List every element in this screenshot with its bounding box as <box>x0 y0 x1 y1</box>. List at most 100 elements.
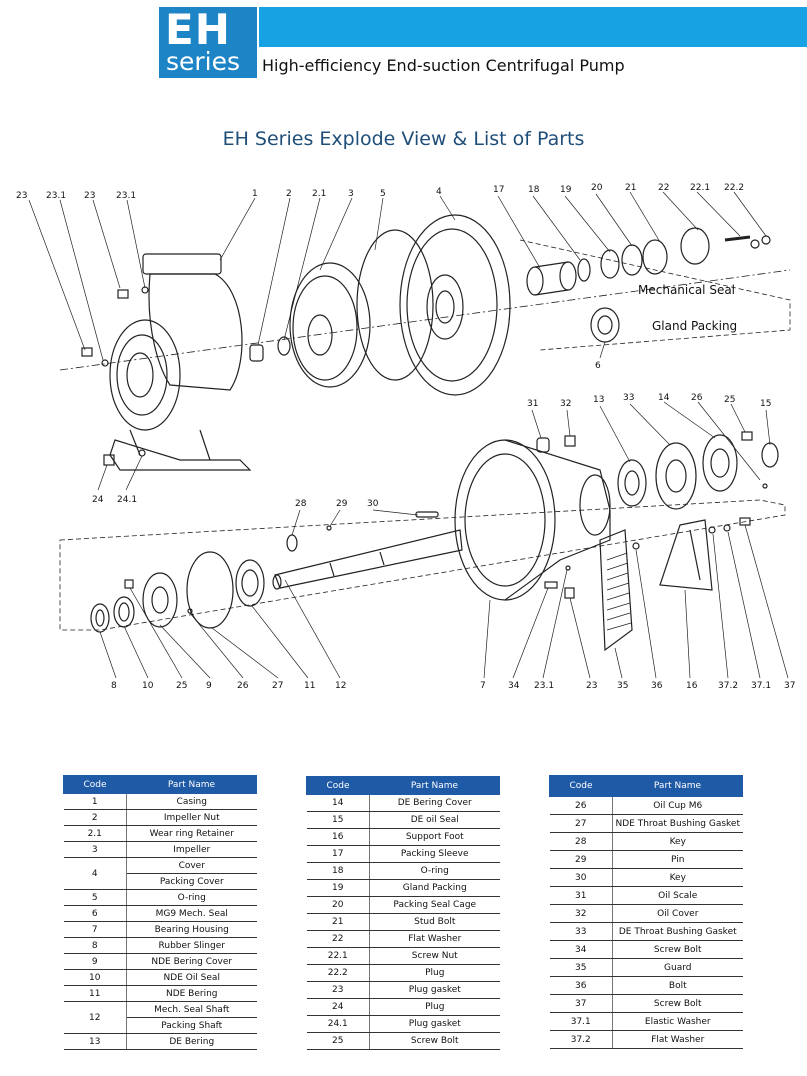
bearing-housing-part <box>454 435 611 601</box>
part-name: Support Foot <box>369 828 500 846</box>
logo-sub-text: series <box>166 47 241 76</box>
callout-label: 18 <box>528 185 540 195</box>
part-code: 35 <box>549 958 613 977</box>
callout-label: 17 <box>493 185 504 195</box>
gland-packing-part <box>590 307 620 343</box>
part-name: Wear ring Retainer <box>126 825 257 842</box>
part-name: Screw Bolt <box>369 1032 500 1050</box>
callout-label: 32 <box>560 399 571 409</box>
part-name: Gland Packing <box>369 879 500 897</box>
callout-label: 37.1 <box>751 681 771 691</box>
part-code: 13 <box>63 1033 127 1050</box>
part-code: 11 <box>63 985 127 1002</box>
callout-label: 30 <box>367 499 379 509</box>
part-code: 23 <box>306 981 370 999</box>
wear-ring-retainer-part <box>277 336 291 356</box>
part-name: Plug gasket <box>369 981 500 999</box>
part-code: 29 <box>549 850 613 869</box>
part-name-header: Part Name <box>369 776 500 795</box>
callout-label: 5 <box>380 189 386 199</box>
part-code: 37 <box>549 994 613 1013</box>
callout-label: 23 <box>16 191 27 201</box>
part-code: 4 <box>63 857 127 890</box>
callout-label: 25 <box>176 681 187 691</box>
part-name: Screw Bolt <box>612 940 743 959</box>
part-code: 22.2 <box>306 964 370 982</box>
callout-label: 23 <box>586 681 597 691</box>
callout-label: 22.2 <box>724 183 744 193</box>
eh-series-logo: EH series <box>159 7 257 78</box>
plug-part <box>117 289 129 299</box>
table-row: Packing Cover <box>64 873 257 890</box>
callout-label: 33 <box>623 393 634 403</box>
part-name: Key <box>612 868 743 887</box>
part-name: Guard <box>612 958 743 977</box>
de-parts <box>617 431 779 510</box>
callout-label: 23.1 <box>116 191 136 201</box>
callout-label: 2 <box>286 189 292 199</box>
part-name: Key <box>612 832 743 851</box>
callout-label: 22.1 <box>690 183 710 193</box>
part-name: Packing Shaft <box>126 1017 257 1034</box>
callout-label: 12 <box>335 681 346 691</box>
callout-label: 31 <box>527 399 538 409</box>
part-code: 28 <box>549 832 613 851</box>
callout-label: 19 <box>560 185 572 195</box>
callout-label: 2.1 <box>312 189 326 199</box>
nde-parts <box>90 551 265 633</box>
callout-label: 37.2 <box>718 681 738 691</box>
part-name: Oil Scale <box>612 886 743 905</box>
part-code: 9 <box>63 953 127 970</box>
impeller-nut-part <box>249 344 264 362</box>
mechanical-seal-label: Mechanical Seal <box>638 283 735 297</box>
part-name: Packing Cover <box>126 873 257 890</box>
callout-label: 15 <box>760 399 771 409</box>
part-name: Screw Bolt <box>612 994 743 1013</box>
part-code: 34 <box>549 940 613 959</box>
part-code: 12 <box>63 1001 127 1034</box>
callout-label: 22 <box>658 183 669 193</box>
part-code: 2.1 <box>63 825 127 842</box>
exploded-view-diagram: 23 23.1 23 23.1 1 2 2.1 3 5 4 17 18 19 2… <box>16 183 795 691</box>
part-name: Screw Nut <box>369 947 500 965</box>
part-code: 15 <box>306 811 370 829</box>
callout-label: 27 <box>272 681 283 691</box>
part-code: 24.1 <box>306 1015 370 1033</box>
callout-label: 9 <box>206 681 212 691</box>
callout-label: 35 <box>617 681 628 691</box>
part-code: 14 <box>306 794 370 812</box>
part-name: DE Throat Bushing Gasket <box>612 922 743 941</box>
callout-label: 23.1 <box>534 681 554 691</box>
guard-part <box>599 529 633 652</box>
mechanical-seal-parts <box>526 227 771 296</box>
callout-label: 36 <box>651 681 663 691</box>
part-name: DE Bering <box>126 1033 257 1050</box>
section-title: EH Series Explode View & List of Parts <box>222 128 585 150</box>
part-code: 20 <box>306 896 370 914</box>
part-code: 36 <box>549 976 613 995</box>
callout-label: 26 <box>237 681 249 691</box>
part-name: Plug gasket <box>369 1015 500 1033</box>
callout-label: 11 <box>304 681 315 691</box>
part-name: NDE Bering Cover <box>126 953 257 970</box>
